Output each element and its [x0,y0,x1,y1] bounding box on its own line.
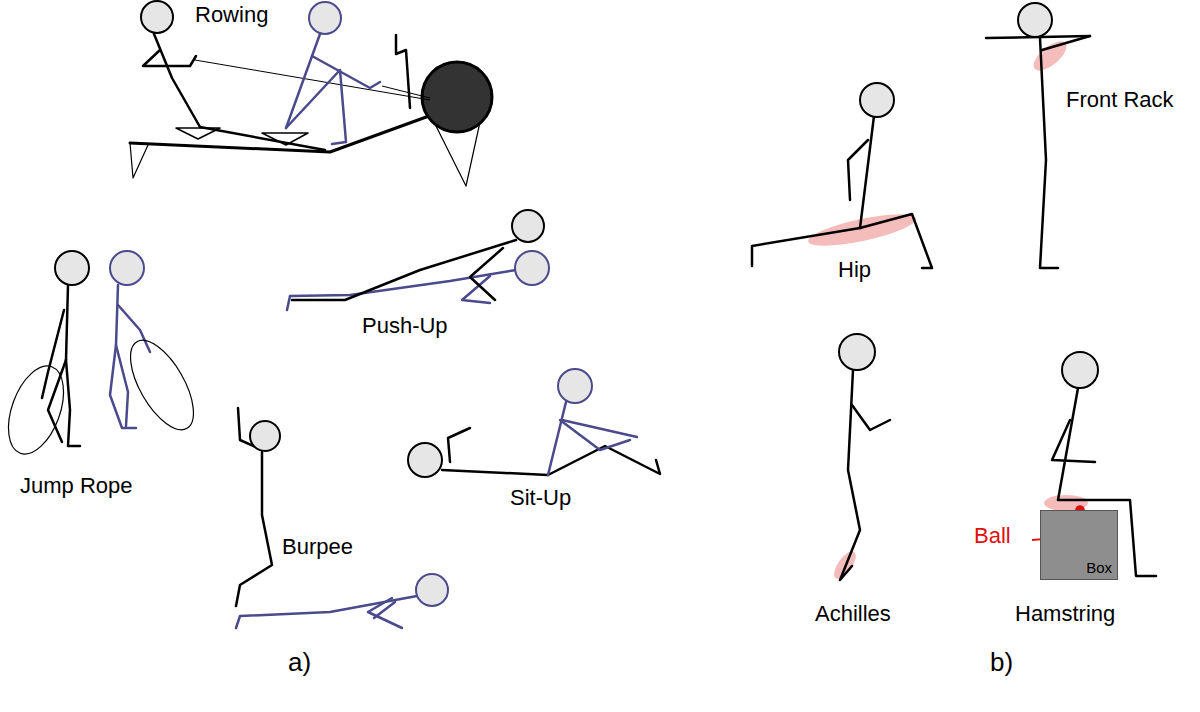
stroke [236,596,417,628]
head [512,210,544,242]
stroke [312,56,380,88]
stroke [116,345,128,426]
hip-stretch-figure [752,116,932,268]
stroke [236,452,272,606]
head [110,251,144,285]
highlight-zones [806,36,1088,582]
stroke [130,112,440,152]
head [860,83,894,117]
stroke [470,248,503,300]
stroke [462,276,490,303]
stroke [840,370,860,580]
stroke [548,402,566,475]
rope [0,359,74,462]
head [408,443,442,477]
stroke [848,140,868,200]
stroke [448,428,470,462]
flywheel [422,62,492,132]
head [515,251,549,285]
stroke [382,86,430,98]
stroke [200,127,325,150]
stroke [396,35,410,108]
stroke [110,285,136,428]
exercise-label: Push-Up [362,314,448,338]
panel-label: a) [288,648,311,677]
stroke [286,70,346,144]
rope [118,331,206,440]
pushup-blue [287,270,516,310]
stretch-label: Hip [838,258,871,282]
stroke [374,602,395,618]
stroke [154,34,200,127]
stroke [195,60,430,100]
stroke [1040,38,1058,268]
exercise-label: Rowing [195,3,268,27]
stroke [548,446,660,475]
stroke [287,270,516,310]
panel-label: b) [990,648,1013,677]
head [141,1,173,33]
stroke [143,50,196,66]
head [1062,352,1098,388]
stroke [286,34,320,128]
exercise-label: Burpee [282,535,353,559]
head [55,251,89,285]
pushup-black [292,240,516,300]
stroke [42,310,64,398]
stroke [130,143,148,178]
stroke [1044,495,1088,511]
stroke [852,405,890,430]
ball-label: Ball [974,524,1011,548]
situp-blue [548,402,637,475]
stroke [368,598,402,628]
front-rack-figure [986,36,1090,268]
stretch-label: Front Rack [1066,88,1174,112]
stroke [442,470,548,475]
head [839,334,875,370]
head [558,369,592,403]
stroke [560,420,630,450]
exercise-label: Jump Rope [20,474,133,498]
stroke [66,285,68,360]
stretch-label: Achilles [815,602,891,626]
rower-blue [286,34,380,144]
head [250,421,280,451]
burpee-blue [236,596,417,628]
achilles-figure [840,370,890,580]
exercise-label: Sit-Up [510,486,571,510]
stretch-label: Hamstring [1015,602,1115,626]
stroke [66,360,80,446]
head [309,2,341,34]
rower-black [143,34,325,150]
stroke [860,116,874,228]
box-label: Box [1086,559,1112,576]
rowing-cable [195,60,430,100]
box-shape: Box [1040,510,1118,580]
stroke [1052,420,1095,462]
head [1018,3,1052,37]
stroke [1042,36,1090,50]
head [416,574,448,606]
stroke [292,240,516,300]
